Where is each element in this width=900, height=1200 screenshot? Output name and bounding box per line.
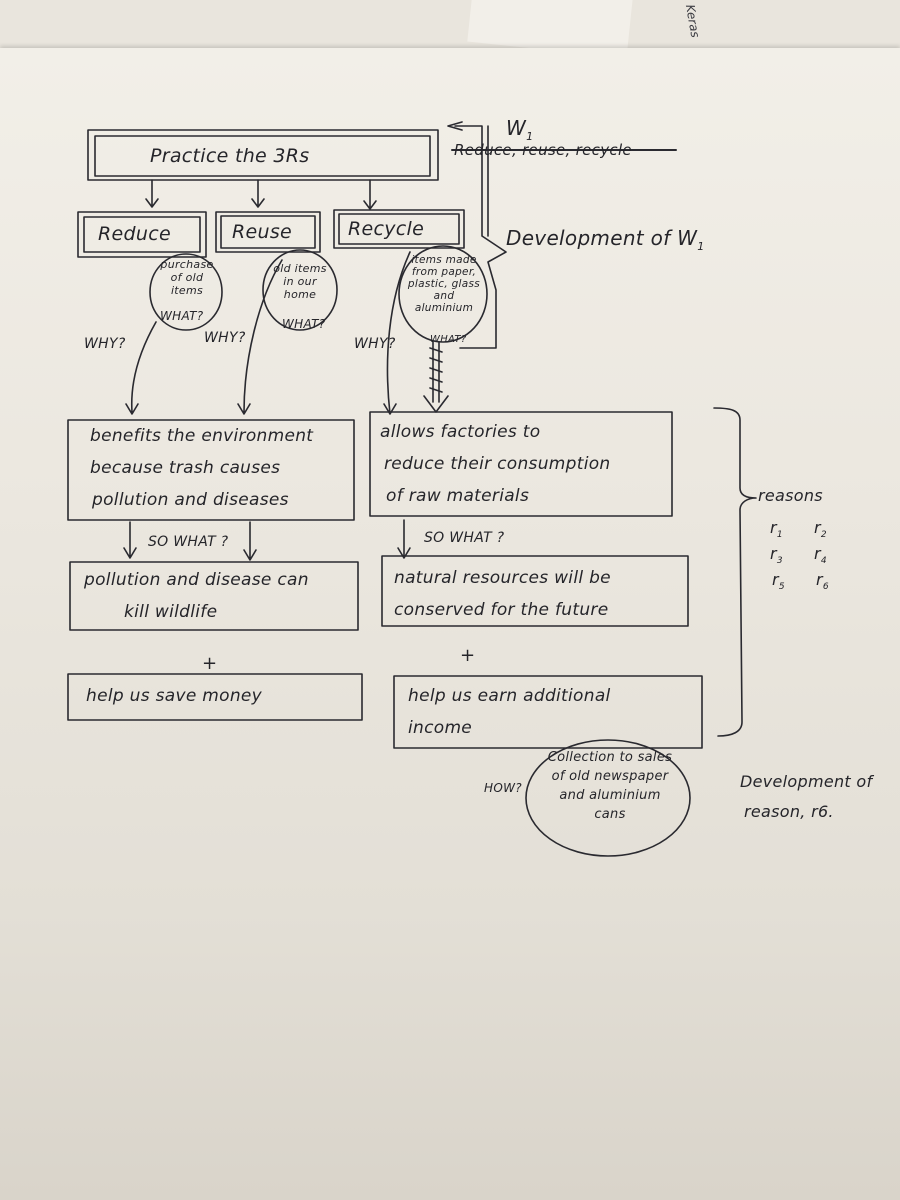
what-label-reuse: WHAT? xyxy=(282,317,326,331)
what-bubble-recycle-text: items made from paper, plastic, glass an… xyxy=(407,254,481,314)
reduce-box-inner xyxy=(83,216,201,253)
why-arrow-reuse xyxy=(237,259,283,415)
how-bubble-line-3: and aluminium xyxy=(559,788,661,803)
how-bubble-text: Collection to sales of old newspaper and… xyxy=(536,748,684,824)
right-sowhat-line-1: natural resources will be xyxy=(394,568,611,588)
why-label-recycle: WHY? xyxy=(354,336,396,352)
reason-r6: r6 xyxy=(816,570,829,593)
left-reason-box xyxy=(67,419,355,521)
branch-reduce: Reduce xyxy=(98,223,171,245)
left-sowhat-line-2: kill wildlife xyxy=(124,602,218,622)
reason-r2: r2 xyxy=(814,518,827,541)
notebook-page xyxy=(0,48,900,1200)
left-reason-line-3: pollution and diseases xyxy=(92,490,289,510)
arrow-root-reduce xyxy=(145,179,159,208)
w1-development-label: Development of W1 xyxy=(506,226,705,253)
right-extra-line-2: income xyxy=(408,718,473,738)
so-what-label-right: SO WHAT ? xyxy=(424,530,505,546)
hatched-arrow xyxy=(423,341,449,413)
arrow-root-reuse xyxy=(251,179,265,208)
recycle-box xyxy=(333,209,465,249)
why-label-reuse: WHY? xyxy=(204,330,246,346)
reason-r5: r5 xyxy=(772,570,785,593)
reason-r1: r1 xyxy=(770,518,783,541)
w1-label: W1 xyxy=(506,116,534,143)
reasons-label: reasons xyxy=(758,486,823,505)
reduce-box xyxy=(77,211,207,258)
left-extra-box xyxy=(67,673,363,721)
right-reason-line-3: of raw materials xyxy=(386,486,530,506)
how-label: HOW? xyxy=(484,781,522,795)
why-arrow-reduce xyxy=(125,321,157,415)
reasons-brace xyxy=(713,407,757,737)
w1-struck-text: Reduce, reuse, recycle xyxy=(454,141,632,159)
left-extra-text: help us save money xyxy=(86,686,263,706)
what-bubble-reuse xyxy=(262,249,338,331)
right-sowhat-line-2: conserved for the future xyxy=(394,600,609,620)
right-extra-box xyxy=(393,675,703,749)
what-label-reduce: WHAT? xyxy=(160,309,204,323)
reason-r3: r3 xyxy=(770,544,783,567)
left-reason-line-1: benefits the environment xyxy=(90,426,314,446)
what-bubble-recycle xyxy=(398,245,488,343)
w1-bracket xyxy=(454,125,507,349)
how-bubble-line-2: of old newspaper xyxy=(551,769,669,784)
how-bubble-line-1: Collection to sales xyxy=(547,750,673,765)
right-reason-line-1: allows factories to xyxy=(380,422,541,442)
sowhat-arrow-right xyxy=(397,519,411,559)
reuse-box xyxy=(215,211,321,253)
plus-left: + xyxy=(202,653,218,674)
recycle-box-inner xyxy=(338,213,460,245)
root-node-text: Practice the 3Rs xyxy=(150,145,310,167)
sowhat-arrow-left-1 xyxy=(123,521,137,559)
what-bubble-reduce-text: purchase of old items xyxy=(160,258,214,297)
right-extra-line-1: help us earn additional xyxy=(408,686,611,706)
what-bubble-reduce xyxy=(149,253,223,331)
plus-right: + xyxy=(460,645,476,666)
why-label-reduce: WHY? xyxy=(84,336,126,352)
left-reason-line-2: because trash causes xyxy=(90,458,281,478)
right-sowhat-box xyxy=(381,555,689,627)
root-box xyxy=(87,129,439,181)
arrow-root-recycle xyxy=(363,179,377,210)
left-sowhat-line-1: pollution and disease can xyxy=(84,570,309,590)
right-reason-line-2: reduce their consumption xyxy=(384,454,611,474)
what-bubble-reuse-text: old items in our home xyxy=(273,262,327,301)
how-bubble-line-4: cans xyxy=(594,807,626,822)
branch-reuse: Reuse xyxy=(232,221,293,243)
right-reason-box xyxy=(369,411,673,517)
development-r6-line-1: Development of xyxy=(740,772,873,791)
sowhat-arrow-left-2 xyxy=(243,521,257,561)
left-sowhat-box xyxy=(69,561,359,631)
so-what-label-left: SO WHAT ? xyxy=(148,534,229,550)
development-r6-line-2: reason, r6. xyxy=(744,802,834,821)
w1-arrow xyxy=(447,121,463,131)
reuse-box-inner xyxy=(220,215,316,249)
branch-recycle: Recycle xyxy=(348,218,425,240)
how-bubble xyxy=(525,739,691,857)
reason-r4: r4 xyxy=(814,544,827,567)
what-label-recycle: WHAT? xyxy=(430,334,467,345)
why-arrow-recycle xyxy=(383,251,411,415)
root-box-inner xyxy=(94,135,431,177)
